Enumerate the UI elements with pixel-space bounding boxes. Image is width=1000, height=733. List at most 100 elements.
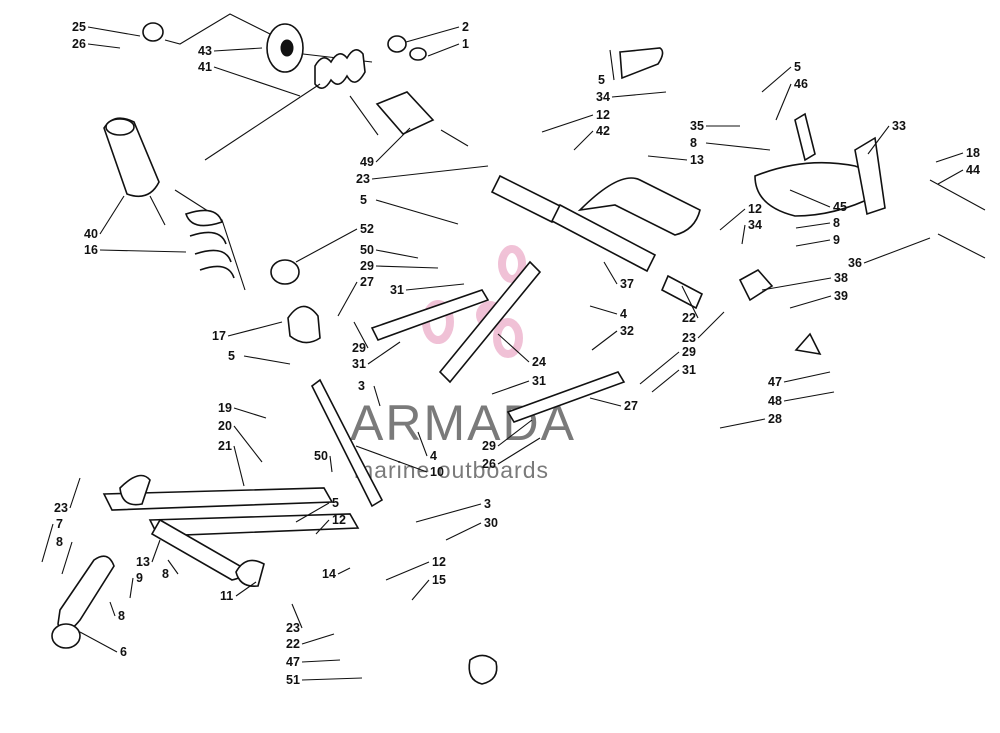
part-number-label: 27 bbox=[624, 399, 638, 413]
callout-c28: 28 bbox=[719, 412, 782, 429]
callout-c5d: 5 bbox=[598, 49, 615, 87]
callout-c3a: 3 bbox=[358, 379, 381, 407]
leader-line bbox=[719, 418, 766, 429]
leader-line bbox=[741, 224, 746, 245]
callout-c23d: 23 bbox=[682, 311, 725, 345]
callout-c12d: 12 bbox=[719, 202, 762, 231]
leader-line bbox=[375, 199, 459, 225]
callout-c26b: 26 bbox=[482, 437, 541, 471]
leader-line bbox=[213, 66, 301, 97]
callout-c12c: 12 bbox=[541, 108, 610, 133]
part-number-label: 22 bbox=[286, 637, 300, 651]
callout-c23a: 23 bbox=[356, 165, 489, 186]
callout-c46: 46 bbox=[775, 77, 808, 121]
callout-c31b: 31 bbox=[352, 341, 401, 371]
leader-line bbox=[681, 285, 699, 319]
part-number-label: 49 bbox=[360, 155, 374, 169]
leader-line bbox=[301, 633, 335, 645]
leader-line bbox=[789, 295, 832, 309]
callout-c12a: 12 bbox=[315, 513, 346, 535]
callout-c29c: 29 bbox=[639, 345, 696, 385]
leader-line bbox=[87, 26, 141, 37]
callout-c32: 32 bbox=[591, 324, 634, 351]
leader-line bbox=[233, 425, 263, 463]
part-number-label: 46 bbox=[794, 77, 808, 91]
callout-c4a: 4 bbox=[417, 431, 437, 463]
callout-c8b: 8 bbox=[162, 559, 179, 581]
leader-line bbox=[775, 83, 792, 121]
part-number-label: 17 bbox=[212, 329, 226, 343]
part-number-label: 9 bbox=[833, 233, 840, 247]
leader-line bbox=[411, 579, 430, 601]
part-number-label: 36 bbox=[848, 256, 862, 270]
callout-c29a: 29 bbox=[360, 259, 439, 273]
part-number-label: 24 bbox=[532, 355, 546, 369]
part-number-label: 38 bbox=[834, 271, 848, 285]
callout-c18: 18 bbox=[935, 146, 980, 163]
part-number-label: 12 bbox=[748, 202, 762, 216]
leader-line bbox=[497, 419, 533, 447]
callout-c17: 17 bbox=[212, 321, 283, 343]
part-number-label: 27 bbox=[360, 275, 374, 289]
leader-line bbox=[129, 577, 134, 599]
leader-line bbox=[61, 541, 73, 575]
leader-line bbox=[375, 249, 419, 259]
part-number-label: 1 bbox=[462, 37, 469, 51]
part-number-label: 47 bbox=[768, 375, 782, 389]
callout-c22b: 22 bbox=[681, 285, 699, 325]
callout-c47a: 47 bbox=[286, 655, 341, 669]
leader-line bbox=[167, 559, 179, 575]
leader-line bbox=[227, 321, 283, 337]
part-number-label: 26 bbox=[482, 457, 496, 471]
callout-c11: 11 bbox=[220, 581, 257, 603]
main-shafts bbox=[490, 47, 986, 356]
leader-line bbox=[353, 321, 369, 349]
part-number-label: 39 bbox=[834, 289, 848, 303]
leader-line bbox=[697, 311, 725, 339]
part-number-label: 41 bbox=[198, 60, 212, 74]
callout-c29b: 29 bbox=[352, 321, 369, 355]
leader-line bbox=[99, 195, 125, 235]
part-number-label: 47 bbox=[286, 655, 300, 669]
leader-line bbox=[329, 455, 333, 473]
part-number-label: 23 bbox=[356, 172, 370, 186]
part-number-label: 13 bbox=[136, 555, 150, 569]
part-number-label: 5 bbox=[332, 496, 339, 510]
callout-c6: 6 bbox=[79, 631, 127, 659]
callout-c38: 38 bbox=[761, 271, 848, 291]
part-number-label: 7 bbox=[56, 517, 63, 531]
leader-line bbox=[647, 155, 688, 161]
callout-c22a: 22 bbox=[286, 633, 335, 651]
leader-line bbox=[295, 502, 330, 523]
part-number-label: 15 bbox=[432, 573, 446, 587]
part-number-label: 37 bbox=[620, 277, 634, 291]
callout-c51: 51 bbox=[286, 673, 363, 687]
part-number-label: 5 bbox=[360, 193, 367, 207]
callout-c45: 45 bbox=[789, 189, 847, 214]
callout-c50b: 50 bbox=[314, 449, 333, 473]
part-number-label: 32 bbox=[620, 324, 634, 338]
leader-line bbox=[611, 91, 667, 98]
part-number-label: 28 bbox=[768, 412, 782, 426]
callout-c52: 52 bbox=[295, 222, 374, 263]
part-number-label: 8 bbox=[690, 136, 697, 150]
leader-line bbox=[337, 281, 358, 317]
callout-c12b: 12 bbox=[385, 555, 446, 581]
part-number-label: 12 bbox=[596, 108, 610, 122]
callout-c13b: 13 bbox=[647, 153, 704, 167]
part-number-label: 29 bbox=[360, 259, 374, 273]
leader-line bbox=[609, 49, 615, 81]
callout-c31c: 31 bbox=[491, 374, 546, 395]
leader-line bbox=[99, 249, 187, 253]
part-number-label: 35 bbox=[690, 119, 704, 133]
callout-c47b: 47 bbox=[768, 371, 831, 389]
leader-line bbox=[719, 208, 746, 231]
callout-c7: 7 bbox=[41, 517, 63, 563]
leader-line bbox=[213, 47, 263, 52]
leader-line bbox=[863, 237, 931, 264]
part-number-label: 50 bbox=[314, 449, 328, 463]
callout-c39: 39 bbox=[789, 289, 848, 309]
part-number-label: 16 bbox=[84, 243, 98, 257]
callout-c10: 10 bbox=[355, 445, 444, 479]
leader-line bbox=[337, 567, 351, 575]
